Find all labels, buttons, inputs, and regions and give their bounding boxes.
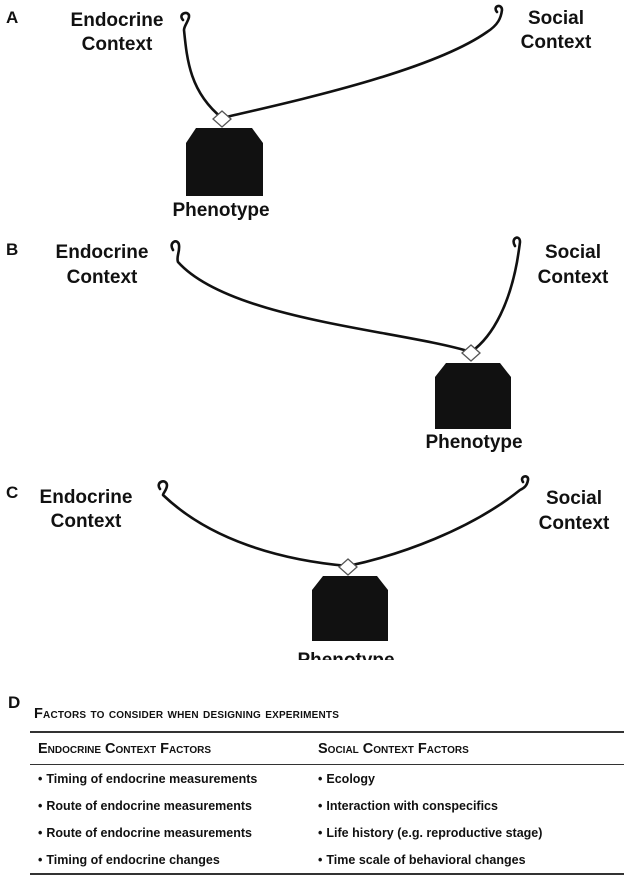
bullet: • [38,798,43,813]
endocrine-factor: •Timing of endocrine measurements [30,772,318,786]
social-factor: •Life history (e.g. reproductive stage) [318,826,624,840]
bullet: • [318,825,323,840]
panel-b: B Endocrine Context Social Context Pheno… [6,236,609,453]
social-factor: •Ecology [318,772,624,786]
social-context-label: Social [546,488,602,509]
phenotype-label: Phenotype [297,650,394,660]
knot-icon [461,344,481,362]
bullet: • [318,798,323,813]
phenotype-label: Phenotype [425,432,522,453]
knot-icon [212,110,232,128]
bullet: • [38,771,43,786]
endocrine-context-label: Context [82,34,153,55]
phenotype-block [312,576,388,641]
social-context-label: Social [528,8,584,29]
endocrine-string [170,240,473,354]
bullet: • [318,771,323,786]
endocrine-factor-text: Route of endocrine measurements [46,825,252,840]
social-context-label: Context [521,32,592,53]
social-context-label: Social [545,242,601,263]
table-row: •Route of endocrine measurements •Intera… [30,792,624,819]
context-phenotype-diagram: A Endocrine Context Social Context Pheno… [6,4,610,660]
column-header-endocrine: Endocrine Context Factors [38,740,211,757]
table-title: Factors to consider when designing exper… [34,706,340,722]
bullet: • [38,852,43,867]
endocrine-context-label: Endocrine [40,487,133,508]
panel-letter: D [8,693,21,712]
endocrine-factor: •Route of endocrine measurements [30,826,318,840]
social-factor-text: Life history (e.g. reproductive stage) [326,825,543,840]
table-row: •Route of endocrine measurements •Life h… [30,819,624,846]
column-header-social: Social Context Factors [318,740,469,757]
endocrine-factor: •Timing of endocrine changes [30,853,318,867]
social-string [346,475,530,568]
social-factor-text: Ecology [326,771,376,786]
endocrine-factor-text: Route of endocrine measurements [46,798,252,813]
table-row: •Timing of endocrine changes •Time scale… [30,846,624,873]
endocrine-context-label: Context [67,267,138,288]
bullet: • [38,825,43,840]
social-factor: •Interaction with conspecifics [318,799,624,813]
endocrine-context-label: Endocrine [56,242,149,263]
panel-a: A Endocrine Context Social Context Pheno… [6,4,592,221]
knot-icon [338,558,358,576]
endocrine-factor-text: Timing of endocrine measurements [46,771,258,786]
panel-letter: A [6,8,18,27]
social-factor-text: Interaction with conspecifics [326,798,498,813]
endocrine-factor: •Route of endocrine measurements [30,799,318,813]
table-header: Endocrine Context Factors Social Context… [30,733,624,765]
social-string [469,236,522,354]
endocrine-context-label: Context [51,511,122,532]
phenotype-label: Phenotype [172,200,269,221]
panel-c: C Endocrine Context Social Context Pheno… [6,475,610,660]
social-context-label: Context [539,513,610,534]
endocrine-string [157,480,350,568]
social-factor-text: Time scale of behavioral changes [326,852,526,867]
social-string [220,4,504,120]
table-row: •Timing of endocrine measurements •Ecolo… [30,765,624,792]
panel-letter: C [6,483,18,502]
social-context-label: Context [538,267,609,288]
social-factor: •Time scale of behavioral changes [318,853,624,867]
phenotype-block [186,128,263,196]
endocrine-string [180,11,224,120]
phenotype-block [435,363,511,429]
panel-letter: B [6,240,18,259]
endocrine-context-label: Endocrine [71,10,164,31]
bullet: • [318,852,323,867]
factors-table: Endocrine Context Factors Social Context… [30,731,624,875]
endocrine-factor-text: Timing of endocrine changes [46,852,220,867]
